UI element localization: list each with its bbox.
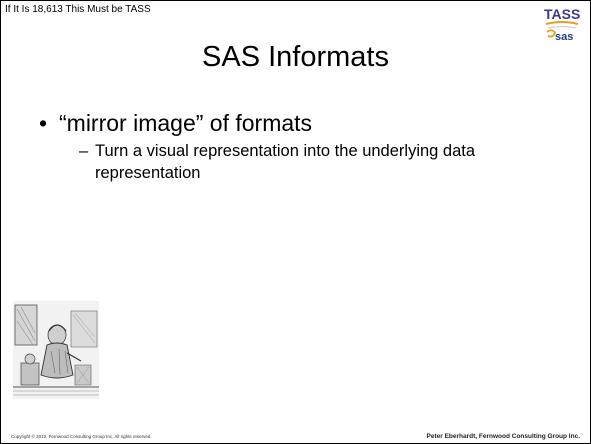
footer-copyright: Copyright © 2010, Fernwood Consulting Gr…: [11, 434, 152, 439]
logo-tass-text: TASS: [544, 6, 580, 22]
alice-engraving-icon: [13, 301, 99, 399]
header-title: If It Is 18,613 This Must be TASS: [5, 4, 151, 15]
bullet-item: • “mirror image” of formats: [39, 108, 559, 138]
footer-author: Peter Eberhardt, Fernwood Consulting Gro…: [426, 433, 580, 440]
sub-bullet-marker: –: [79, 142, 89, 160]
bullet-text: “mirror image” of formats: [59, 110, 313, 136]
sub-bullet-text: Turn a visual representation into the un…: [95, 142, 476, 182]
bullet-list: • “mirror image” of formats – Turn a vis…: [39, 108, 559, 184]
bullet-marker: •: [39, 110, 48, 136]
tass-sas-logo-icon: TASS sas: [542, 5, 582, 43]
slide-title: SAS Informats: [202, 41, 389, 73]
logo-sas-text: sas: [555, 31, 573, 43]
sub-bullet-item: – Turn a visual representation into the …: [79, 140, 541, 184]
